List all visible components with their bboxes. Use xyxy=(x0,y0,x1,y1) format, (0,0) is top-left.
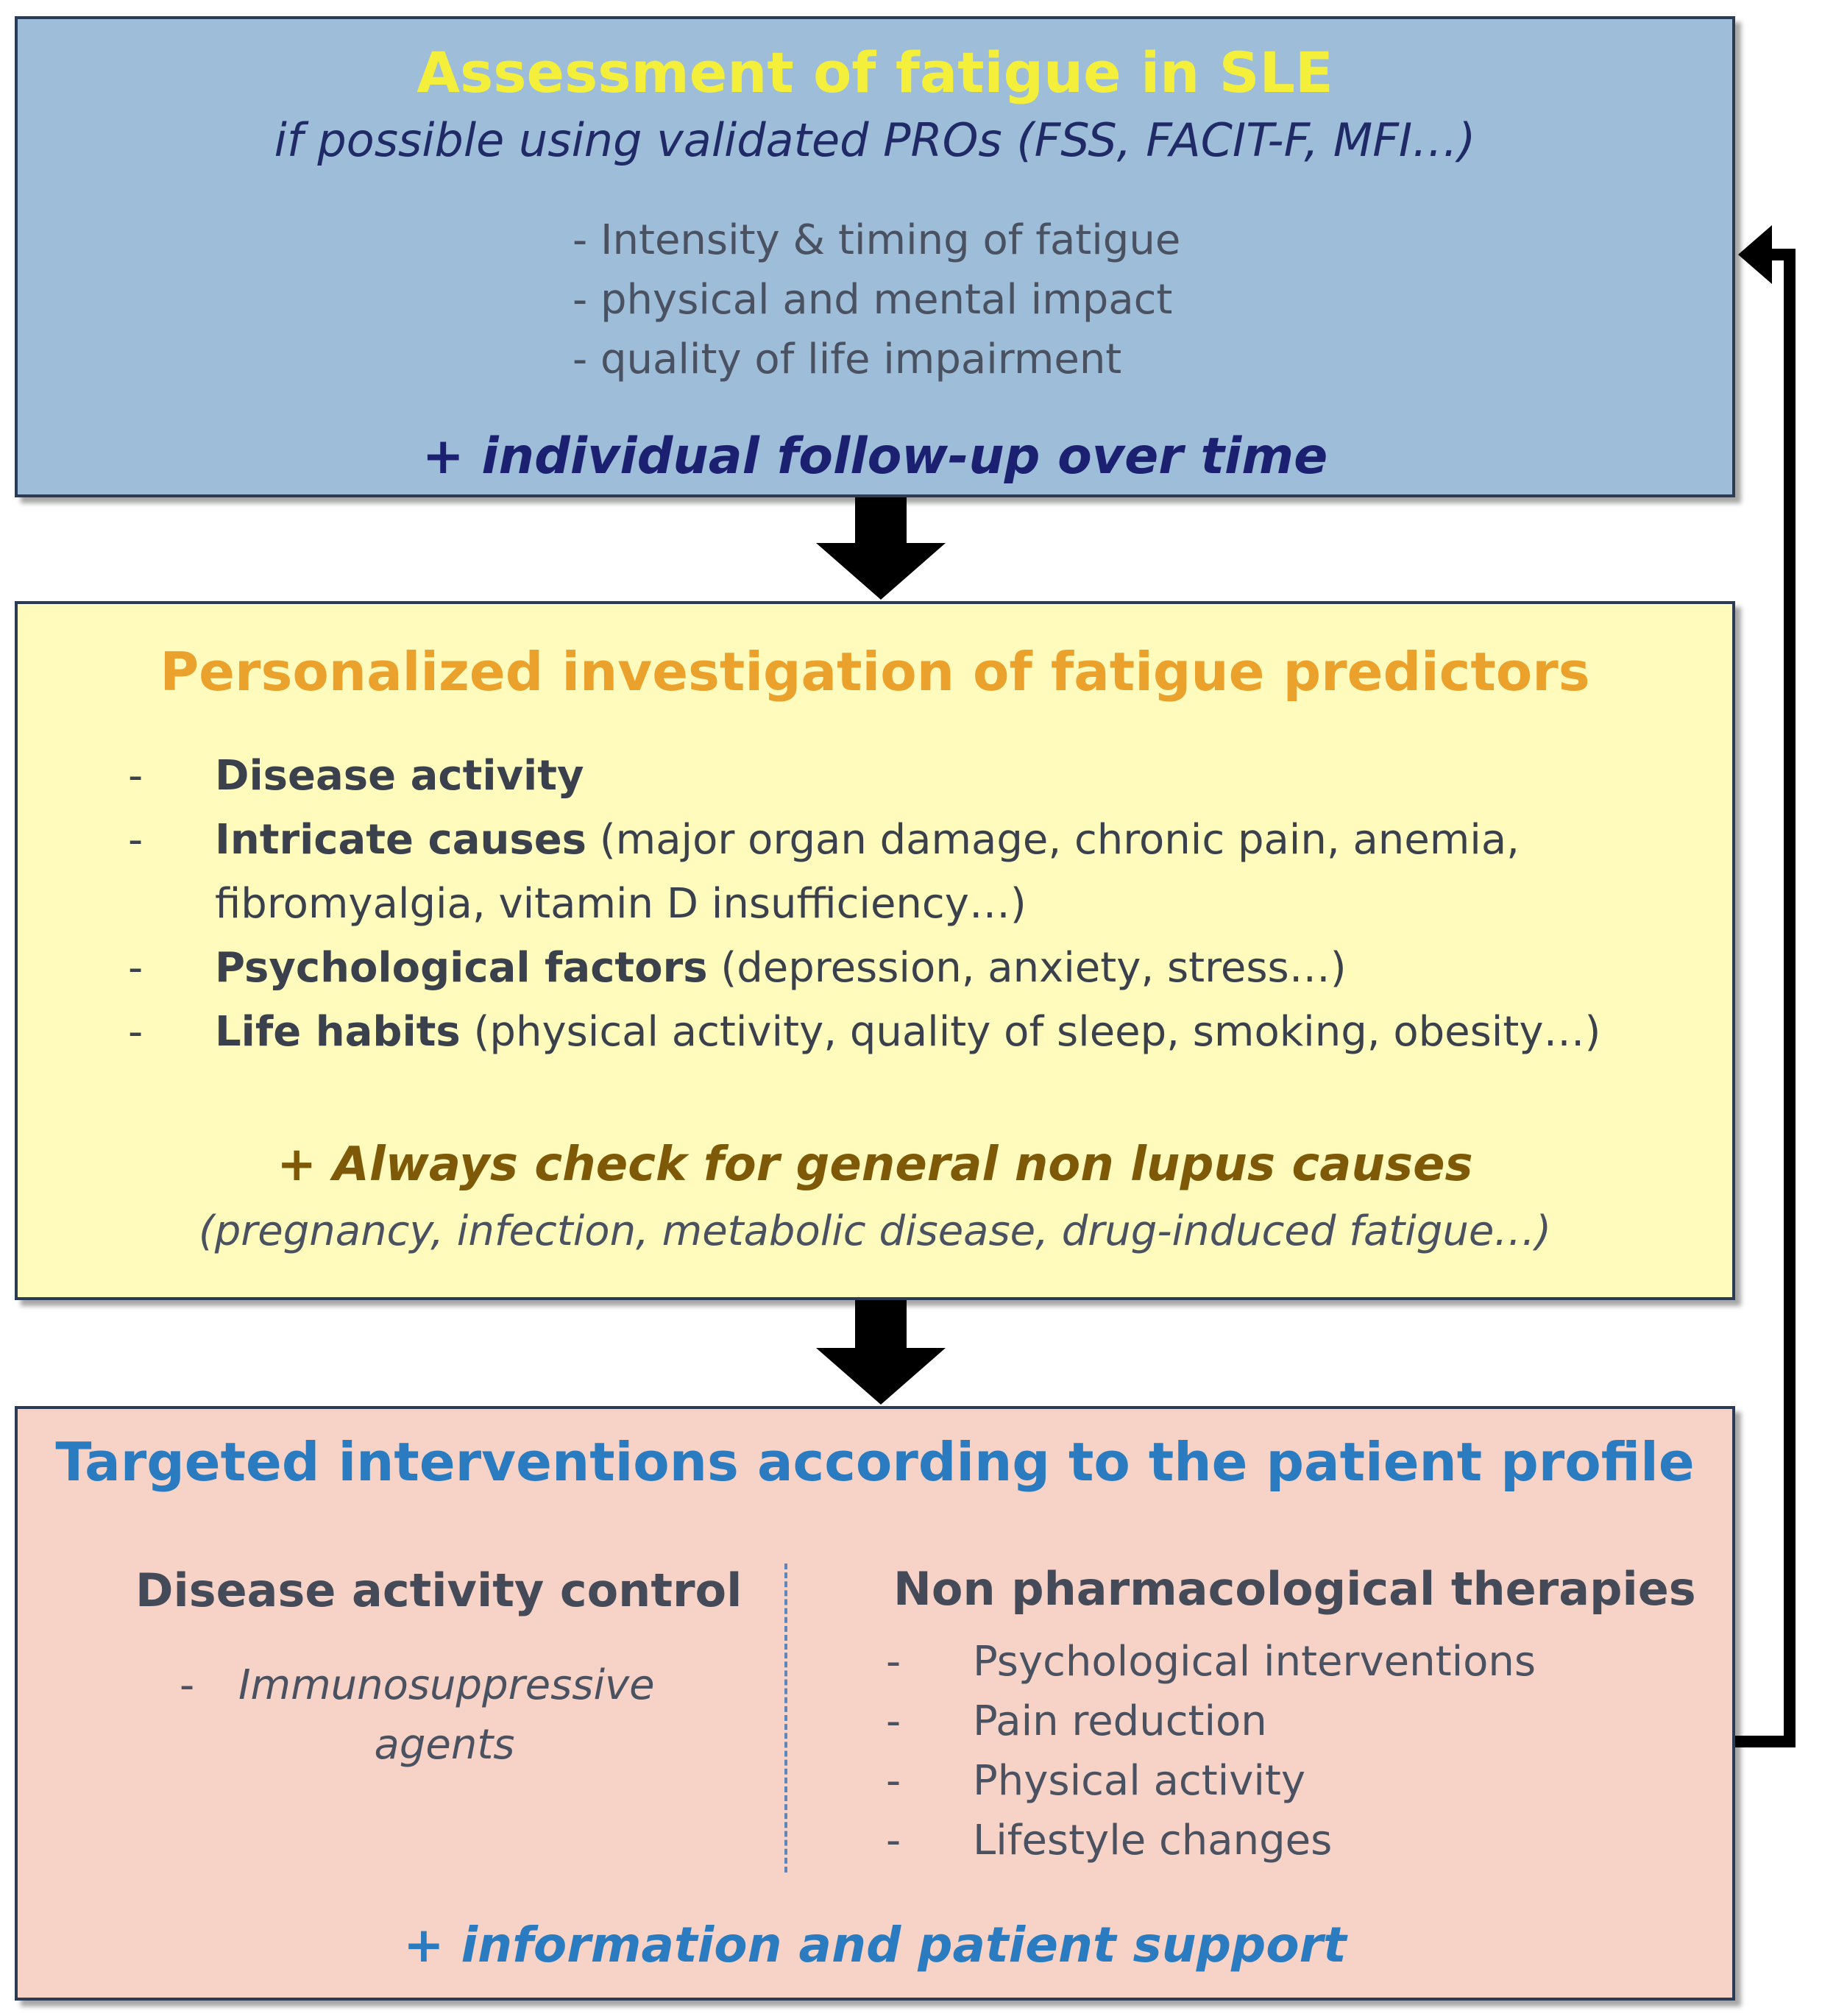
list-dash: - xyxy=(128,944,143,992)
interventions-title: Targeted interventions according to the … xyxy=(55,1431,1695,1493)
column-divider xyxy=(784,1564,787,1873)
down-arrow-icon xyxy=(816,1300,946,1405)
predictor-item: - Life habits (physical activity, qualit… xyxy=(128,1000,1601,1064)
interventions-footer: + information and patient support xyxy=(403,1917,1347,1973)
non-pharma-text: Physical activity xyxy=(973,1757,1306,1805)
assessment-subtitle: if possible using validated PROs (FSS, F… xyxy=(274,113,1476,167)
predictor-label: Psychological factors xyxy=(215,944,708,992)
list-dash: - xyxy=(886,1697,901,1745)
non-pharma-item: - Physical activity xyxy=(886,1751,1536,1811)
predictor-item: - Psychological factors (depression, anx… xyxy=(128,936,1601,1000)
list-dash: - xyxy=(128,1008,143,1056)
predictor-detail: (depression, anxiety, stress…) xyxy=(707,944,1347,992)
list-dash: - xyxy=(886,1638,901,1686)
left-arrow-icon xyxy=(1738,225,1772,284)
feedback-loop-arrow xyxy=(1735,225,1796,1747)
non-pharma-text: Psychological interventions xyxy=(973,1638,1536,1686)
non-pharma-text: Lifestyle changes xyxy=(973,1817,1333,1864)
list-dash: - xyxy=(180,1661,195,1709)
down-arrow-icon xyxy=(816,497,946,600)
assessment-title: Assessment of fatigue in SLE xyxy=(416,40,1333,105)
assessment-item: - quality of life impairment xyxy=(573,336,1122,383)
predictor-detail: (physical activity, quality of sleep, sm… xyxy=(460,1008,1601,1056)
disease-control-text: Immunosuppressive agents xyxy=(238,1661,655,1769)
predictor-detail: fibromyalgia, vitamin D insufficiency…) xyxy=(215,880,1027,928)
assessment-box: Assessment of fatigue in SLE if possible… xyxy=(15,16,1735,497)
non-pharma-text: Pain reduction xyxy=(973,1697,1267,1745)
disease-control-title: Disease activity control xyxy=(135,1564,742,1617)
predictor-item: - Disease activity xyxy=(128,744,1601,808)
non-pharma-list: - Psychological interventions - Pain reduc… xyxy=(886,1632,1536,1870)
assessment-item: - physical and mental impact xyxy=(573,276,1173,324)
non-pharma-item: - Psychological interventions xyxy=(886,1632,1536,1692)
interventions-box: Targeted interventions according to the … xyxy=(15,1406,1735,2001)
predictor-list: - Disease activity - Intricate causes (m… xyxy=(128,744,1601,1064)
list-dash: - xyxy=(128,816,143,864)
predictor-label: Intricate causes xyxy=(215,816,587,864)
assessment-footer: + individual follow-up over time xyxy=(422,427,1328,486)
investigation-footer: + Always check for general non lupus cau… xyxy=(277,1137,1473,1192)
investigation-footer-detail: (pregnancy, infection, metabolic disease… xyxy=(198,1207,1552,1255)
list-dash: - xyxy=(886,1757,901,1805)
investigation-box: Personalized investigation of fatigue pr… xyxy=(15,601,1735,1300)
list-dash: - xyxy=(128,752,143,800)
non-pharma-item: - Lifestyle changes xyxy=(886,1811,1536,1870)
predictor-label: Life habits xyxy=(215,1008,461,1056)
non-pharma-title: Non pharmacological therapies xyxy=(893,1562,1696,1616)
list-dash: - xyxy=(886,1817,901,1864)
non-pharma-item: - Pain reduction xyxy=(886,1692,1536,1751)
assessment-list: - Intensity & timing of fatigue - physic… xyxy=(573,210,1180,389)
assessment-item: - Intensity & timing of fatigue xyxy=(573,216,1181,264)
predictor-item-continuation: fibromyalgia, vitamin D insufficiency…) xyxy=(128,872,1601,936)
predictor-item: - Intricate causes (major organ damage, … xyxy=(128,808,1601,872)
predictor-detail: (major organ damage, chronic pain, anemi… xyxy=(586,816,1520,864)
predictor-label: Disease activity xyxy=(215,752,584,800)
investigation-title: Personalized investigation of fatigue pr… xyxy=(160,641,1590,703)
